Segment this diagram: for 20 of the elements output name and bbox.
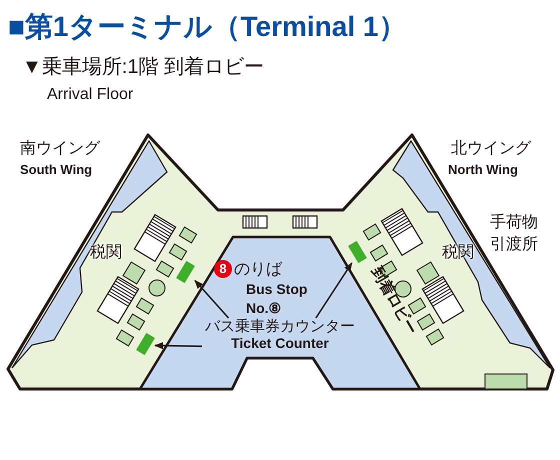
wing-label: South Wing — [20, 161, 92, 179]
wing-label: 北ウイング — [451, 138, 531, 159]
counter-marker — [136, 333, 155, 355]
counter-marker — [176, 261, 195, 283]
wing-label: 南ウイング — [20, 138, 100, 159]
area-label: 手荷物引渡所 — [490, 212, 539, 256]
stop-label: のりば — [234, 260, 282, 280]
arrow — [315, 262, 352, 318]
counter-label-en: Ticket Counter — [231, 335, 329, 352]
stop-label: No.⑧ — [246, 299, 282, 318]
floor-subheading: Arrival Floor — [47, 85, 134, 105]
stop-label: Bus Stop — [246, 280, 308, 299]
page-title: ■第1ターミナル（Terminal 1） — [8, 10, 406, 44]
wing-label: North Wing — [448, 161, 518, 179]
floor-heading: ▼乗車場所:1階 到着ロビー — [22, 55, 264, 80]
arrow — [154, 342, 202, 350]
counter-label-jp: バス乗車券カウンター — [205, 318, 355, 336]
area-label: 税関 — [90, 242, 122, 263]
area-label: 到着ロビー — [367, 263, 422, 340]
arrow — [194, 280, 230, 319]
